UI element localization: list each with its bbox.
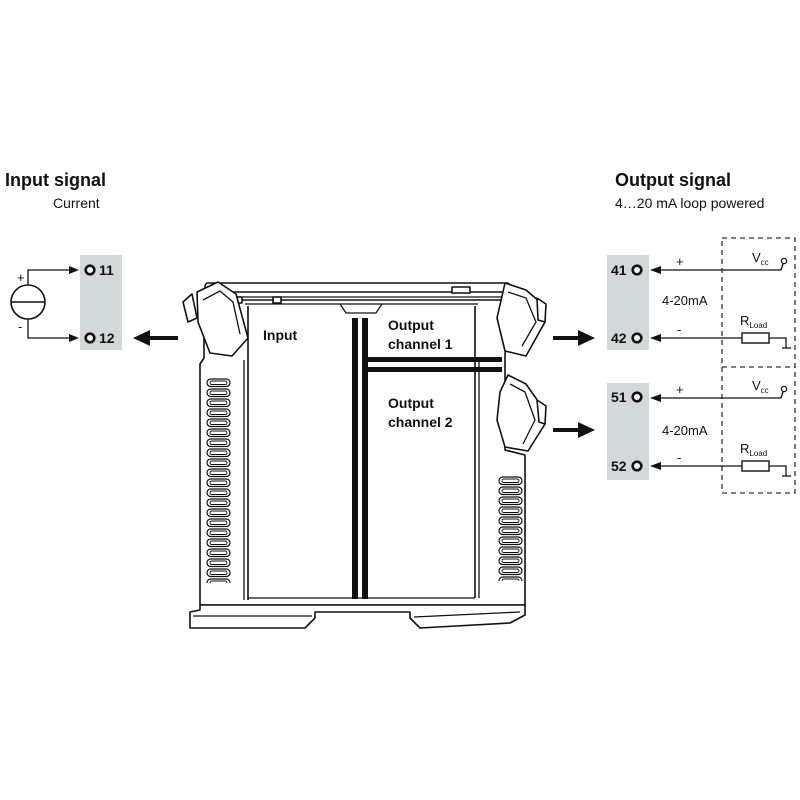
- terminal-52-screw: [631, 460, 643, 472]
- output-signal-title: Output signal: [615, 170, 731, 190]
- terminal-11-screw: [84, 264, 96, 276]
- ch2-current-label: 4-20mA: [662, 423, 708, 438]
- terminal-11-label: 11: [99, 262, 114, 278]
- input-flow-arrow-head: [133, 330, 150, 346]
- ch2-vcc-stub: [780, 391, 784, 399]
- ch2-vcc-label: Vcc: [752, 378, 769, 395]
- ch2-plus-sign: +: [676, 382, 684, 397]
- ch2-return-wire: [769, 465, 787, 476]
- right-upper-plug-lever: [536, 297, 547, 323]
- right-vent-grille: [498, 476, 524, 581]
- left-vent-grille: [206, 378, 232, 583]
- ch1-return-wire: [769, 337, 787, 348]
- output-flow-arrow-1-head: [578, 330, 595, 346]
- isolator-housing: Input Output channel 1 Output channel 2: [182, 281, 547, 629]
- ch1-minus-arrowhead: [650, 334, 661, 342]
- channel2-label-line2: channel 2: [388, 414, 453, 430]
- input-signal-subtitle: Current: [53, 195, 100, 211]
- terminal-42-screw: [631, 332, 643, 344]
- ch1-load-label: RLoad: [740, 313, 767, 330]
- din-rail-foot: [189, 604, 526, 629]
- ch2-load-subscript: Load: [749, 449, 767, 458]
- ch2-vcc-symbol: V: [752, 378, 761, 393]
- terminal-41-screw: [631, 264, 643, 276]
- ch1-vcc-stub: [780, 263, 784, 271]
- external-loop-box: [721, 237, 796, 494]
- output-flow-arrow-2-head: [578, 422, 595, 438]
- housing-top-notch: [339, 303, 383, 314]
- source-minus-wire: [27, 319, 70, 339]
- ch2-vcc-subscript: cc: [761, 386, 769, 395]
- terminal-12-screw: [84, 332, 96, 344]
- channel-separator-lower: [368, 367, 502, 372]
- source-minus-sign: -: [18, 319, 22, 334]
- housing-tab-right: [451, 286, 471, 294]
- loop-channel-1: + Vcc 4-20mA - RLoad: [650, 250, 791, 349]
- output-terminal-block-2: 51 52: [607, 383, 649, 480]
- ch1-plus-arrowhead: [650, 266, 661, 274]
- output-terminal-block-1: 41 42: [607, 255, 649, 350]
- source-plus-arrowhead: [69, 266, 79, 274]
- channel2-label-line1: Output: [388, 395, 434, 411]
- housing-tab-mid: [272, 296, 282, 304]
- ch1-vcc-terminal: [780, 257, 788, 265]
- output-flow-arrow-1: [553, 330, 595, 346]
- terminal-51-screw: [631, 391, 643, 403]
- terminal-51-label: 51: [611, 389, 627, 405]
- terminal-12-label: 12: [99, 330, 115, 346]
- right-lower-plug-connector: [496, 374, 546, 452]
- ch1-minus-sign: -: [677, 322, 681, 337]
- output-flow-arrow-2: [553, 422, 595, 438]
- source-plus-wire: [27, 269, 70, 285]
- source-plus-sign: +: [17, 270, 25, 285]
- input-signal-title: Input signal: [5, 170, 106, 190]
- din-foot-right-edge: [413, 611, 521, 618]
- ch1-plus-sign: +: [676, 254, 684, 269]
- input-flow-arrow: [133, 330, 178, 346]
- channel1-label-line2: channel 1: [388, 336, 453, 352]
- current-source: + -: [10, 266, 79, 342]
- loop-channel-2: + Vcc 4-20mA - RLoad: [650, 378, 791, 477]
- left-plug-lever: [182, 293, 198, 323]
- source-minus-arrowhead: [69, 334, 79, 342]
- input-terminal-block: 11 12: [80, 255, 122, 350]
- output-signal-subtitle: 4…20 mA loop powered: [615, 195, 764, 211]
- terminal-42-label: 42: [611, 330, 627, 346]
- channel1-label-line1: Output: [388, 317, 434, 333]
- isolation-bar-right: [362, 318, 368, 599]
- ch2-load-symbol: R: [740, 441, 749, 456]
- right-lower-plug-detail: [509, 383, 536, 445]
- ch1-load-subscript: Load: [749, 321, 767, 330]
- ch2-minus-sign: -: [677, 450, 681, 465]
- ch1-vcc-subscript: cc: [761, 258, 769, 267]
- ch2-load-resistor: [741, 460, 770, 472]
- left-plug-detail: [202, 290, 241, 335]
- terminal-52-label: 52: [611, 458, 627, 474]
- ch1-vcc-label: Vcc: [752, 250, 769, 267]
- channel-separator-upper: [362, 357, 502, 362]
- ch1-load-resistor: [741, 332, 770, 344]
- ch1-vcc-symbol: V: [752, 250, 761, 265]
- terminal-41-label: 41: [611, 262, 627, 278]
- ch2-minus-arrowhead: [650, 462, 661, 470]
- ch1-current-label: 4-20mA: [662, 293, 708, 308]
- ch2-plus-arrowhead: [650, 394, 661, 402]
- ch2-load-label: RLoad: [740, 441, 767, 458]
- ch1-load-symbol: R: [740, 313, 749, 328]
- right-lower-plug-lever: [536, 399, 547, 425]
- right-upper-plug-connector: [496, 282, 546, 357]
- left-plug-connector: [196, 281, 249, 357]
- input-section-label: Input: [263, 327, 298, 343]
- right-upper-plug-detail: [507, 291, 537, 347]
- isolation-bar-left: [352, 318, 358, 599]
- ch2-vcc-terminal: [780, 385, 788, 393]
